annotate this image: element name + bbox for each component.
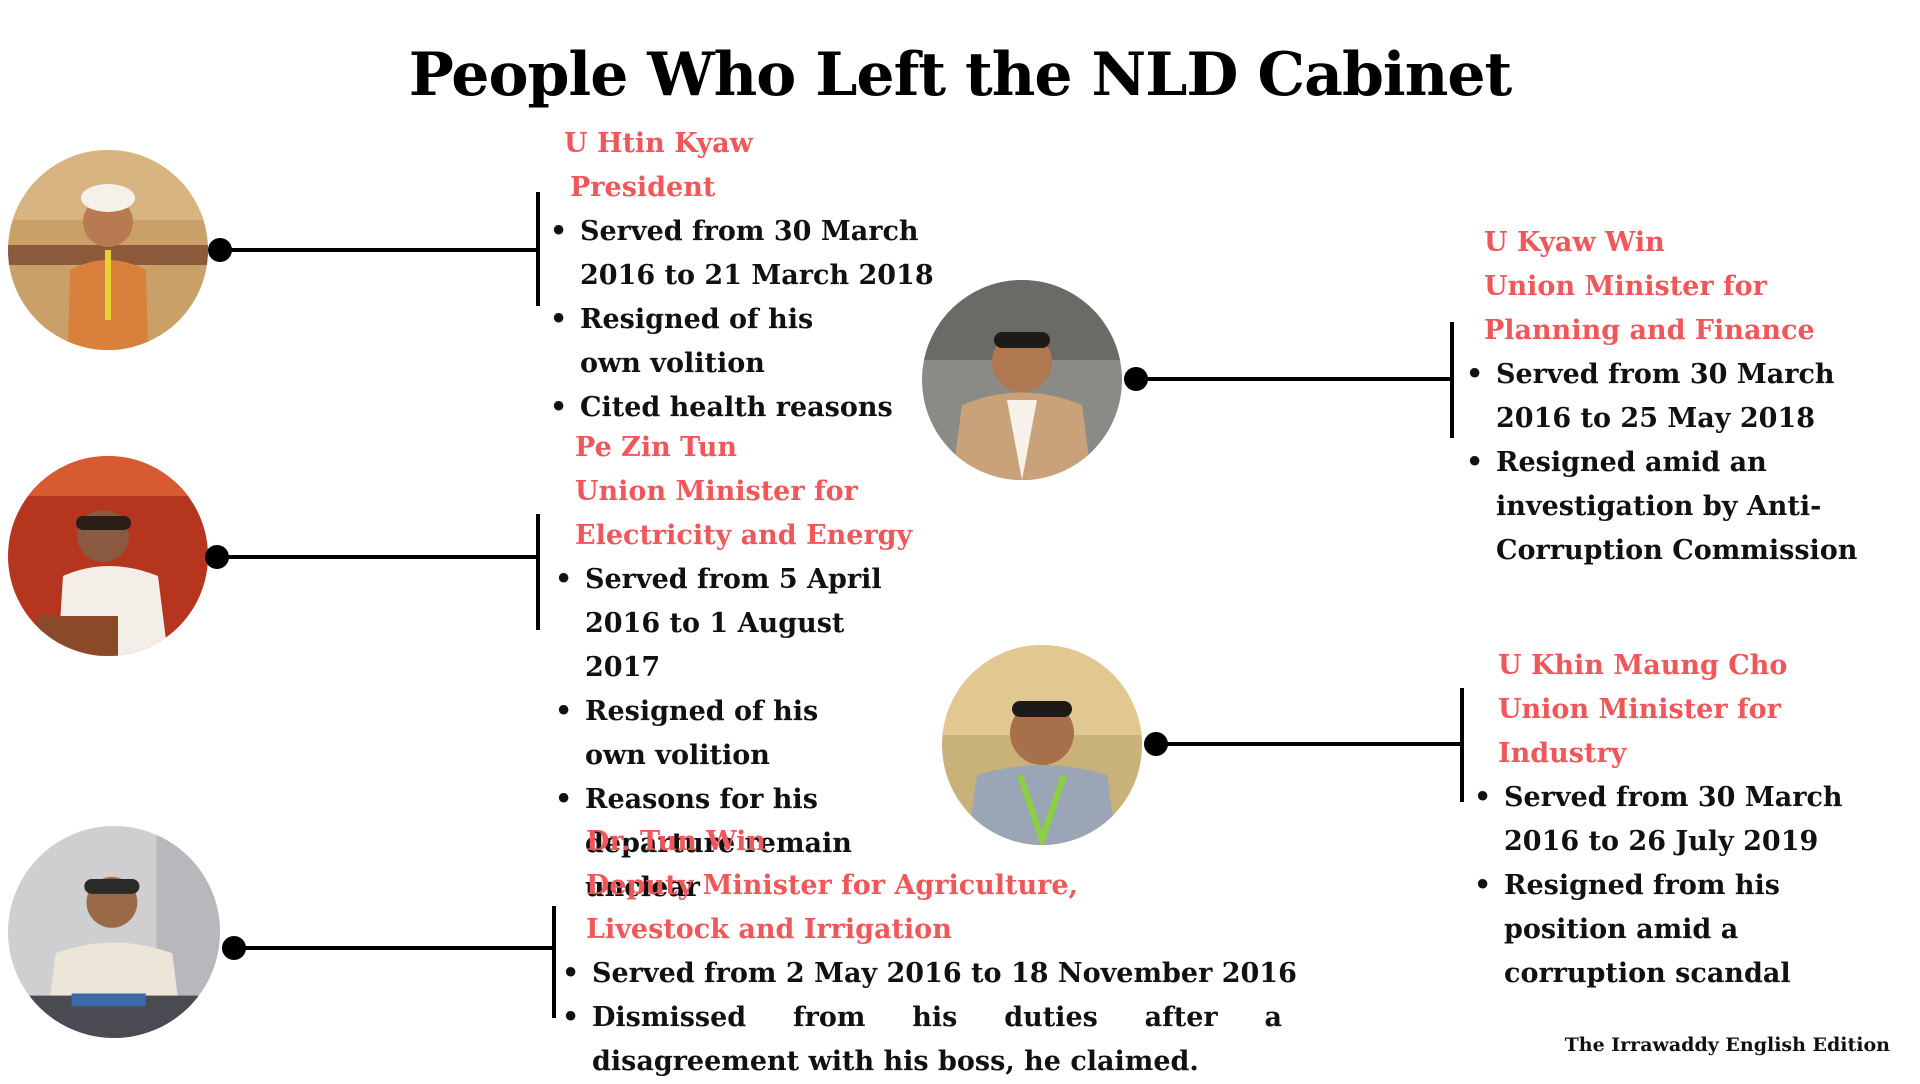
person-name: U Kyaw Win — [1484, 227, 1665, 258]
bullet-list: Served from 2 May 2016 to 18 November 20… — [562, 952, 1302, 1084]
person-role: Deputy Minister for Agriculture, Livesto… — [586, 870, 1078, 945]
bullet-list: Served from 30 March 2016 to 25 May 2018… — [1466, 353, 1906, 573]
bullet-list: Served from 30 March 2016 to 26 July 201… — [1474, 776, 1914, 996]
bullet-item: Resigned of his own volition — [555, 690, 835, 778]
bracket-line — [536, 514, 540, 630]
connector-line — [215, 555, 537, 559]
connector-line — [218, 248, 538, 252]
bullet-item: Resigned amid an investigation by Anti-C… — [1466, 441, 1866, 573]
person-role: Union Minister for Electricity and Energ… — [575, 476, 913, 551]
bullet-item: Dismissed from his duties after a disagr… — [562, 996, 1282, 1084]
entry-kyaw-win: U Kyaw Win Union Minister for Planning a… — [1466, 221, 1906, 573]
bracket-line — [552, 906, 556, 1018]
bullet-list: Served from 30 March 2016 to 21 March 20… — [550, 210, 970, 430]
person-role: Union Minister for Industry — [1498, 694, 1781, 769]
connector-line — [232, 946, 554, 950]
entry-khin-maung-cho: U Khin Maung Cho Union Minister for Indu… — [1474, 644, 1914, 996]
portrait-tun-win — [8, 826, 220, 1038]
bullet-item: Served from 30 March 2016 to 21 March 20… — [550, 210, 970, 298]
source-credit: The Irrawaddy English Edition — [1564, 1034, 1890, 1056]
bullet-item: Served from 30 March 2016 to 25 May 2018 — [1466, 353, 1916, 441]
bullet-item: Served from 5 April 2016 to 1 August 201… — [555, 558, 925, 690]
bullet-item: Resigned of his own volition — [550, 298, 830, 386]
entry-tun-win: Dr. Tun Win Deputy Minister for Agricult… — [562, 820, 1302, 1084]
person-role: Union Minister for Planning and Finance — [1484, 271, 1815, 346]
bracket-line — [1450, 322, 1454, 438]
page-title: People Who Left the NLD Cabinet — [408, 40, 1512, 110]
bullet-item: Cited health reasons — [550, 386, 970, 430]
person-name: U Khin Maung Cho — [1498, 650, 1788, 681]
bullet-list: Served from 5 April 2016 to 1 August 201… — [555, 558, 995, 910]
bullet-item: Reasons for his departure remain unclear — [555, 778, 955, 910]
person-name: Dr. Tun Win — [586, 826, 766, 857]
bullet-item: Served from 2 May 2016 to 18 November 20… — [562, 952, 1302, 996]
person-name: U Htin Kyaw — [564, 128, 753, 159]
bullet-item: Served from 30 March 2016 to 26 July 201… — [1474, 776, 1920, 864]
portrait-kyaw-win — [922, 280, 1122, 480]
connector-line — [1134, 377, 1452, 381]
bracket-line — [1460, 688, 1464, 802]
portrait-khin-maung-cho — [942, 645, 1142, 845]
bracket-line — [536, 192, 540, 306]
entry-htin-kyaw: U Htin Kyaw President Served from 30 Mar… — [550, 122, 970, 430]
portrait-htin-kyaw — [8, 150, 208, 350]
person-role: President — [570, 172, 716, 203]
entry-pe-zin-tun: Pe Zin Tun Union Minister for Electricit… — [555, 426, 995, 910]
bullet-item: Resigned from his position amid a corrup… — [1474, 864, 1904, 996]
connector-line — [1154, 742, 1462, 746]
person-name: Pe Zin Tun — [575, 432, 738, 463]
portrait-pe-zin-tun — [8, 456, 208, 656]
